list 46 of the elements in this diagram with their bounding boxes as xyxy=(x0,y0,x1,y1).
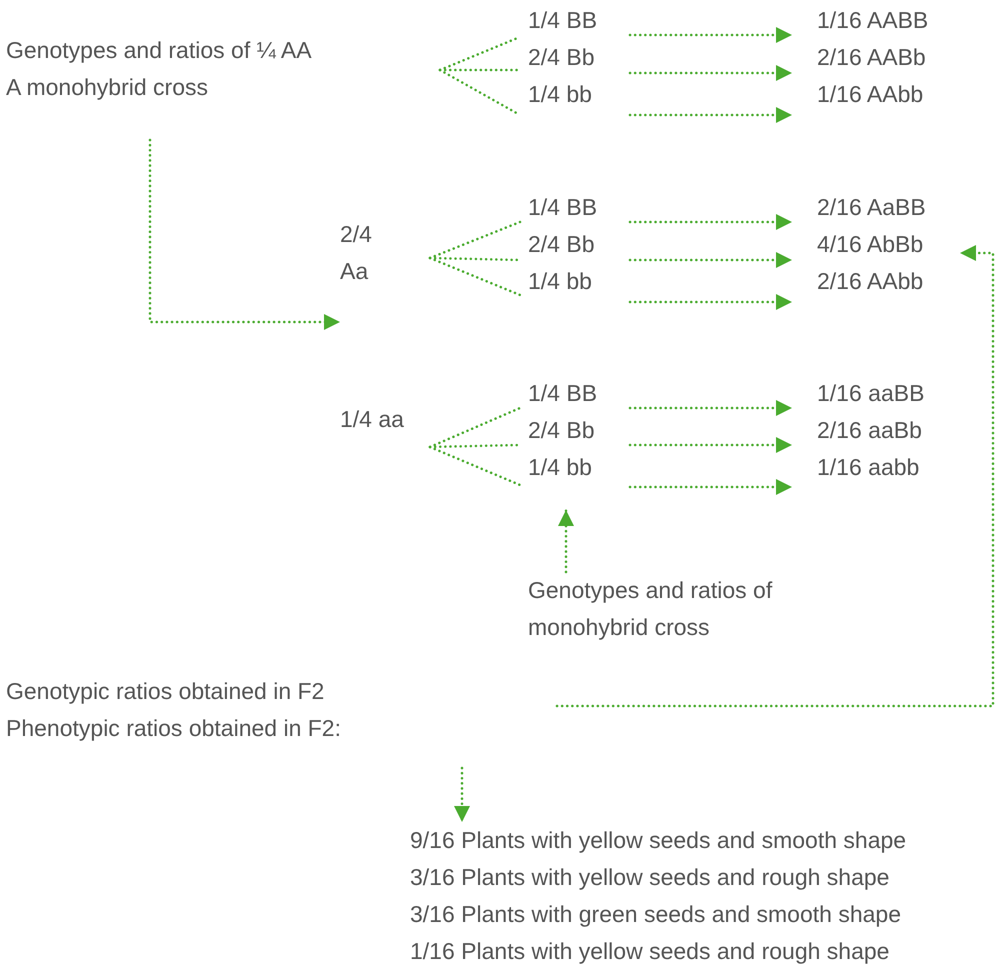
arrow xyxy=(148,138,342,330)
offspring-ratio: 2/16 aaBb xyxy=(817,416,922,445)
offspring-ratio: 1/16 AABB xyxy=(817,6,928,35)
phenotype-ratio: 9/16 Plants with yellow seeds and smooth shape xyxy=(410,826,906,855)
genotype-ratio: 2/4 Bb xyxy=(528,230,594,259)
offspring-ratio: 1/16 AAbb xyxy=(817,80,924,109)
genotype-ratio: 1/4 bb xyxy=(528,453,592,482)
connector-line xyxy=(428,406,522,448)
genotype-ratio: 1/4 bb xyxy=(528,267,592,296)
connector-line xyxy=(428,220,522,260)
offspring-ratio: 1/16 aabb xyxy=(817,453,920,482)
genotype-ratio: 2/4 Bb xyxy=(528,43,594,72)
annotation-text: Genotypic ratios obtained in F2 xyxy=(6,677,324,706)
arrow xyxy=(556,245,994,708)
phenotype-ratio: 3/16 Plants with yellow seeds and rough shape xyxy=(410,863,890,892)
connector-line xyxy=(428,446,522,486)
heading-text: Genotypes and ratios of ¼ AA xyxy=(6,36,312,65)
offspring-ratio: 1/16 aaBB xyxy=(817,379,924,408)
arrow xyxy=(454,766,470,824)
offspring-ratio: 2/16 AAbb xyxy=(817,267,924,296)
annotation-text: Phenotypic ratios obtained in F2: xyxy=(6,714,341,743)
genotype-ratio: 1/4 bb xyxy=(528,80,592,109)
arrow xyxy=(628,437,794,453)
connector-line xyxy=(428,256,522,296)
offspring-ratio: 2/16 AaBB xyxy=(817,193,926,222)
arrow xyxy=(628,294,794,310)
arrow xyxy=(628,400,794,416)
genotype-ratio: 2/4 Bb xyxy=(528,416,594,445)
genotype-ratio: 1/4 aa xyxy=(340,405,404,434)
arrow xyxy=(628,479,794,495)
offspring-ratio: 2/16 AABb xyxy=(817,43,926,72)
genotype-ratio: 2/4 Aa xyxy=(340,220,373,286)
arrow xyxy=(628,214,794,230)
offspring-ratio: 4/16 AbBb xyxy=(817,230,924,259)
arrow xyxy=(628,27,794,43)
genotype-ratio: 1/4 BB xyxy=(528,6,598,35)
arrow xyxy=(558,508,574,574)
annotation-text: Genotypes and ratios of monohybrid cross xyxy=(528,576,774,642)
genotype-ratio: 1/4 BB xyxy=(528,193,598,222)
genotype-ratio: 1/4 BB xyxy=(528,379,598,408)
arrow xyxy=(628,65,794,81)
heading-text: A monohybrid cross xyxy=(6,73,208,102)
phenotype-ratio: 3/16 Plants with green seeds and smooth shape xyxy=(410,900,901,929)
arrow xyxy=(628,252,794,268)
phenotype-ratio: 1/16 Plants with yellow seeds and rough shape xyxy=(410,937,890,966)
arrow xyxy=(628,107,794,123)
